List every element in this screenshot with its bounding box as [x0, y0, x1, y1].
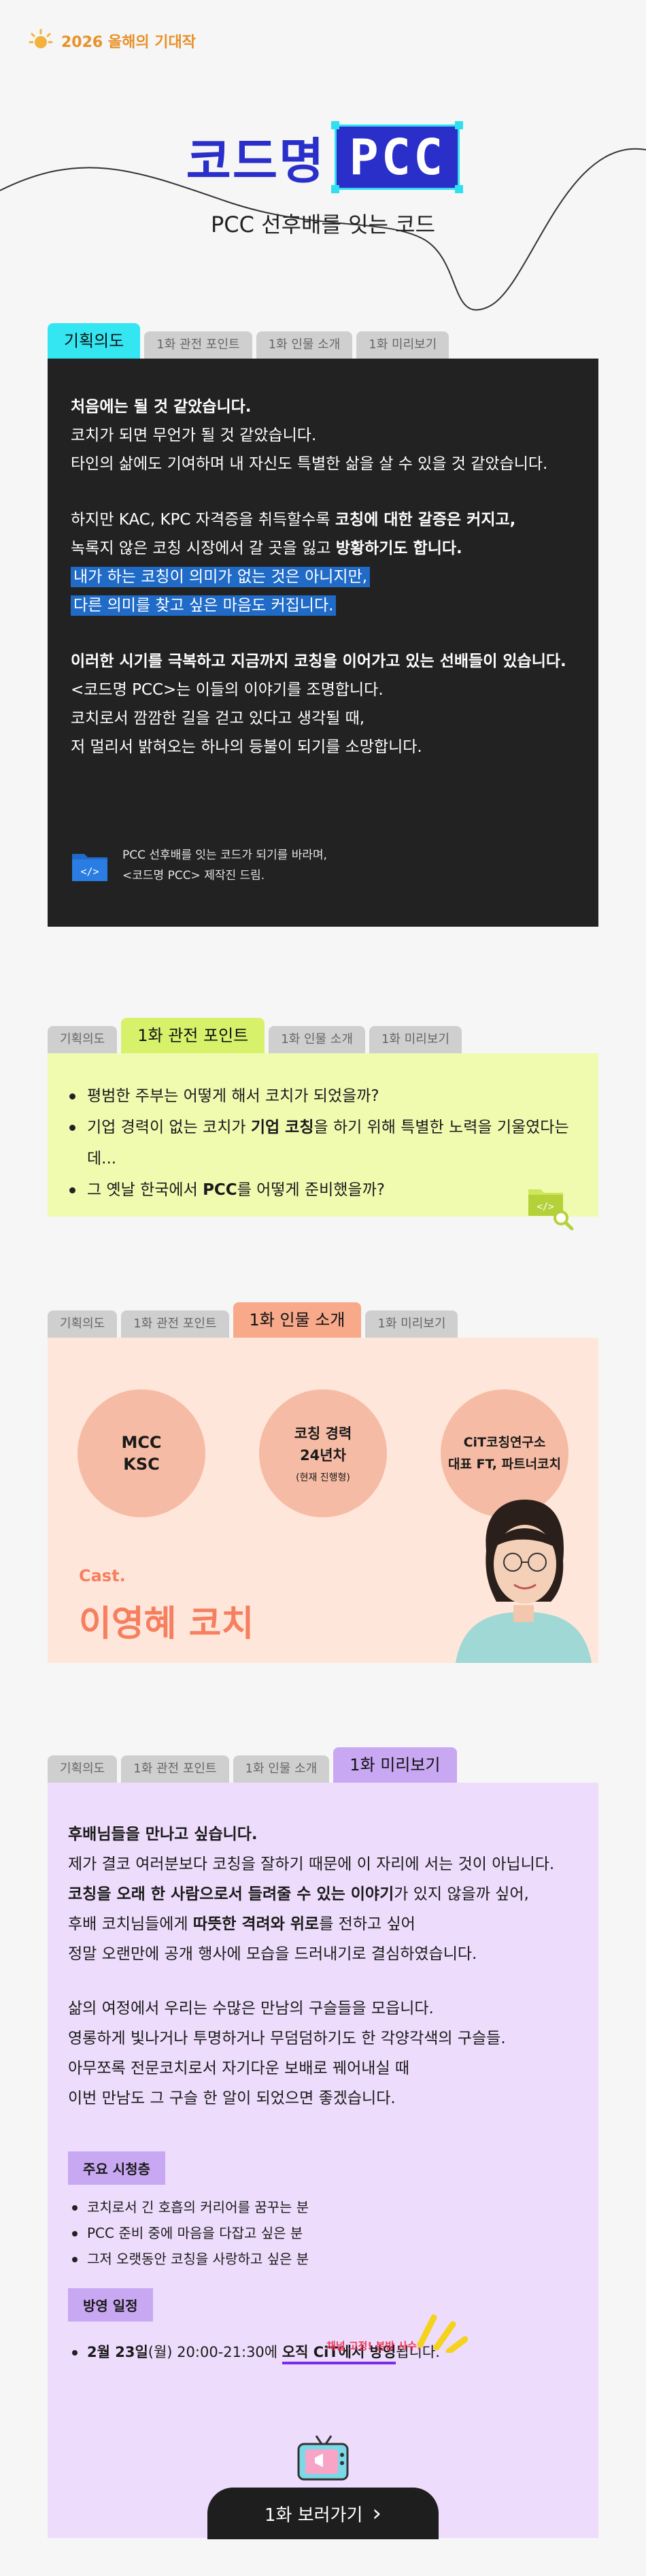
tab-cast[interactable]: 1화 인물 소개: [256, 331, 353, 359]
list-item: 그 옛날 한국에서 PCC를 어떻게 준비했을까?: [68, 1174, 578, 1206]
cast-label: Cast.: [79, 1566, 126, 1585]
selection-handle: [455, 120, 464, 129]
tab-preview[interactable]: 1화 미리보기: [365, 1310, 458, 1338]
hero-title: 코드명 PCC: [0, 120, 646, 193]
badge-text: 2026 올해의 기대작: [61, 34, 196, 51]
tabs-section-cast: 기획의도 1화 관전 포인트 1화 인물 소개 1화 미리보기: [48, 1300, 458, 1338]
intent-line: 코치가 되면 무언가 될 것 같았습니다.: [71, 427, 317, 444]
intent-highlight: 다른 의미를 찾고 싶은 마음도 커집니다.: [71, 595, 337, 616]
spark-icon: [417, 2314, 468, 2353]
hero-curve-line: [0, 148, 646, 311]
code-search-icon: </>: [528, 1189, 574, 1230]
intent-line: 이러한 시기를 극복하고 지금까지 코칭을 이어가고 있는 선배들이 있습니다.: [71, 653, 566, 670]
tab-intent[interactable]: 기획의도: [48, 1026, 118, 1053]
hero-title-pcc: PCC: [349, 128, 446, 186]
tab-preview[interactable]: 1화 미리보기: [356, 331, 449, 359]
tab-intent[interactable]: 기획의도: [48, 1310, 118, 1338]
list-item: PCC 준비 중에 마음을 다잡고 싶은 분: [68, 2220, 578, 2246]
intent-line: 하지만 KAC, KPC 자격증을 취득할수록: [71, 511, 335, 529]
cast-panel: MCC KSC 코칭 경력 24년차 (현재 진행형) CiT코칭연구소 대표 …: [48, 1338, 598, 1663]
tab-points[interactable]: 1화 관전 포인트: [121, 1018, 265, 1053]
points-panel: 평범한 주부는 어떻게 해서 코치가 되었을까? 기업 경력이 없는 코치가 기…: [48, 1053, 598, 1230]
intent-line: 처음에는 될 것 같았습니다.: [71, 398, 252, 416]
hero-subtitle: PCC 선후배를 잇는 코드: [210, 212, 436, 237]
tabs-section-points: 기획의도 1화 관전 포인트 1화 인물 소개 1화 미리보기: [48, 1015, 462, 1053]
preview-line: 영롱하게 빛나거나 투명하거나 무덤덤하기도 한 각양각색의 구슬들.: [68, 2030, 506, 2047]
preview-line: 아무쪼록 전문코치로서 자기다운 보배로 꿰어내실 때: [68, 2060, 410, 2077]
preview-panel: 후배님들을 만나고 싶습니다. 제가 결코 여러분보다 코칭을 잘하기 때문에 …: [48, 1783, 598, 2539]
intent-panel: 처음에는 될 것 같았습니다. 코치가 되면 무언가 될 것 같았습니다. 타인…: [48, 359, 598, 927]
audience-list: 코치로서 긴 호흡의 커리어를 꿈꾸는 분 PCC 준비 중에 마음을 다잡고 …: [68, 2194, 578, 2272]
list-item: 2월 23일(월) 20:00-21:30에 오직 CiT에서 방영됩니다.: [68, 2339, 578, 2365]
cast-name: 이영혜 코치: [79, 1604, 254, 1645]
preview-line: 후배님들을 만나고 싶습니다.: [68, 1826, 258, 1843]
cast-career-circle: 코칭 경력 24년차 (현재 진행형): [259, 1389, 387, 1517]
tab-points[interactable]: 1화 관전 포인트: [121, 1755, 229, 1783]
list-item: 코치로서 긴 호흡의 커리어를 꿈꾸는 분: [68, 2194, 578, 2220]
preview-line: 정말 오랜만에 공개 행사에 모습을 드러내기로 결심하였습니다.: [68, 1945, 477, 1963]
intent-signature: </> PCC 선후배를 잇는 코드가 되기를 바라며, <코드명 PCC> 제…: [71, 845, 327, 886]
chevron-right-icon: ›: [372, 2500, 382, 2527]
signature-line: PCC 선후배를 잇는 코드가 되기를 바라며,: [122, 848, 328, 862]
tab-cast[interactable]: 1화 인물 소개: [269, 1026, 365, 1053]
schedule-label: 방영 일정: [68, 2288, 153, 2322]
cast-credential-circle: MCC KSC: [78, 1389, 205, 1517]
sun-icon: [29, 29, 53, 48]
selection-handle: [331, 184, 340, 193]
tab-preview[interactable]: 1화 미리보기: [333, 1747, 457, 1783]
hero-title-pcc-box: PCC: [331, 120, 464, 193]
tab-intent[interactable]: 기획의도: [48, 1755, 118, 1783]
watch-episode-button[interactable]: 1화 보러가기 ›: [207, 2488, 439, 2539]
intent-highlight: 내가 하는 코칭이 의미가 없는 것은 아니지만,: [71, 567, 371, 587]
audience-label: 주요 시청층: [68, 2151, 165, 2185]
intent-line: 코치로서 깜깜한 길을 걷고 있다고 생각될 때,: [71, 710, 365, 727]
tab-points[interactable]: 1화 관전 포인트: [121, 1310, 229, 1338]
air-note: 채널 고정! 본방 사수!: [326, 2340, 422, 2352]
code-folder-icon: </>: [72, 854, 107, 881]
signature-line: <코드명 PCC> 제작진 드림.: [122, 869, 265, 882]
watch-button-label: 1화 보러가기: [264, 2505, 363, 2526]
preview-line: 이번 만남도 그 구슬 한 알이 되었으면 좋겠습니다.: [68, 2090, 396, 2107]
cast-portrait: [456, 1500, 592, 1663]
selection-handle: [331, 120, 340, 129]
svg-text:</>: </>: [537, 1202, 554, 1212]
tabs-section-intent: 기획의도 1화 관전 포인트 1화 인물 소개 1화 미리보기: [48, 320, 449, 359]
list-item: 기업 경력이 없는 코치가 기업 코칭을 하기 위해 특별한 노력을 기울였다는…: [68, 1112, 578, 1174]
intent-line-bold: 코칭에 대한 갈증은 커지고,: [335, 511, 516, 529]
hero-title-korean: 코드명: [186, 133, 326, 190]
intent-line: 녹록지 않은 코칭 시장에서 갈 곳을 잃고: [71, 540, 336, 557]
tv-icon: [297, 2435, 349, 2481]
tab-cast[interactable]: 1화 인물 소개: [233, 1302, 362, 1338]
list-item: 평범한 주부는 어떻게 해서 코치가 되었을까?: [68, 1080, 578, 1112]
cast-affiliation-circle: CiT코칭연구소 대표 FT, 파트너코치: [441, 1389, 568, 1517]
tab-intent[interactable]: 기획의도: [48, 323, 141, 359]
selection-handle: [455, 184, 464, 193]
tab-points[interactable]: 1화 관전 포인트: [144, 331, 252, 359]
tab-cast[interactable]: 1화 인물 소개: [233, 1755, 330, 1783]
tab-preview[interactable]: 1화 미리보기: [369, 1026, 462, 1053]
tabs-section-preview: 기획의도 1화 관전 포인트 1화 인물 소개 1화 미리보기: [48, 1745, 457, 1783]
intent-line: <코드명 PCC>는 이들의 이야기를 조명합니다.: [71, 681, 384, 699]
intent-line: 저 멀리서 밝혀오는 하나의 등불이 되기를 소망합니다.: [71, 738, 422, 756]
intent-line-bold: 방황하기도 합니다.: [335, 540, 462, 557]
preview-line: 삶의 여정에서 우리는 수많은 만남의 구슬들을 모읍니다.: [68, 2000, 434, 2017]
intent-line: 타인의 삶에도 기여하며 내 자신도 특별한 삶을 살 수 있을 것 같았습니다…: [71, 455, 548, 473]
schedule-list: 2월 23일(월) 20:00-21:30에 오직 CiT에서 방영됩니다.: [68, 2339, 578, 2365]
svg-text:</>: </>: [80, 865, 99, 878]
top-badge: 2026 올해의 기대작: [27, 27, 196, 54]
list-item: 그저 오랫동안 코칭을 사랑하고 싶은 분: [68, 2246, 578, 2272]
preview-line: 제가 결코 여러분보다 코칭을 잘하기 때문에 이 자리에 서는 것이 아닙니다…: [68, 1855, 555, 1873]
